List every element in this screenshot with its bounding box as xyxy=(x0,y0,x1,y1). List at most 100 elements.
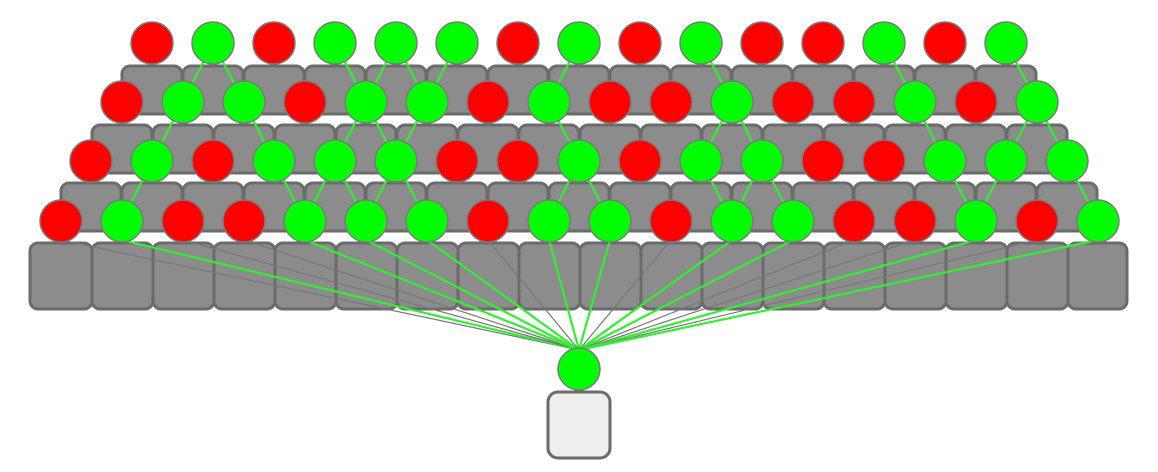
audience-head-green xyxy=(771,199,815,243)
agree-link xyxy=(365,239,580,351)
audience-head-red xyxy=(832,80,876,124)
audience-head-red xyxy=(862,139,906,183)
audience-head-red xyxy=(466,80,510,124)
audience-head-green xyxy=(557,139,601,183)
audience-head-green xyxy=(313,139,357,183)
front-seat xyxy=(517,241,582,311)
audience-head-green xyxy=(1076,199,1120,243)
neutral-link xyxy=(243,239,580,351)
neutral-link xyxy=(578,239,916,351)
audience-head-red xyxy=(283,80,327,124)
audience-head-red xyxy=(649,199,693,243)
audience-head-red xyxy=(923,21,967,65)
audience-head-green xyxy=(862,21,906,65)
audience-head-green xyxy=(923,139,967,183)
neutral-link xyxy=(578,239,672,351)
audience-head-red xyxy=(740,21,784,65)
audience-head-green xyxy=(313,21,357,65)
agree-link xyxy=(578,239,794,351)
agree-link xyxy=(578,238,1099,352)
audience-head-red xyxy=(191,139,235,183)
audience-head-green xyxy=(893,80,937,124)
neutral-link xyxy=(60,239,580,351)
front-seat xyxy=(151,241,216,311)
audience-head-red xyxy=(466,199,510,243)
audience-head-green xyxy=(710,80,754,124)
audience-head-green xyxy=(984,21,1028,65)
audience-head-green xyxy=(405,199,449,243)
agree-link xyxy=(577,239,612,351)
audience-head-green xyxy=(588,199,632,243)
audience-head-red xyxy=(771,80,815,124)
agree-link xyxy=(578,239,733,351)
audience-head-green xyxy=(1045,139,1089,183)
audience-heads xyxy=(39,21,1120,243)
audience-head-red xyxy=(69,139,113,183)
front-seat xyxy=(212,241,277,311)
audience-head-green xyxy=(740,139,784,183)
audience-head-red xyxy=(893,199,937,243)
speaker xyxy=(546,347,612,460)
audience-head-red xyxy=(801,139,845,183)
audience-head-red xyxy=(100,80,144,124)
front-seat xyxy=(1066,241,1129,311)
audience-head-green xyxy=(344,199,388,243)
audience-head-green xyxy=(191,21,235,65)
audience-head-green xyxy=(100,199,144,243)
front-seat xyxy=(395,241,460,311)
audience-head-green xyxy=(954,199,998,243)
front-seat xyxy=(28,241,94,311)
audience-head-green xyxy=(374,21,418,65)
audience-head-green xyxy=(557,21,601,65)
audience-head-green xyxy=(374,139,418,183)
audience-head-green xyxy=(679,21,723,65)
audience-head-green xyxy=(222,80,266,124)
audience-head-red xyxy=(1015,199,1059,243)
agree-link xyxy=(121,238,580,352)
speaker-head xyxy=(557,347,601,391)
audience-head-green xyxy=(283,199,327,243)
audience-head-green xyxy=(527,80,571,124)
audience-head-red xyxy=(496,21,540,65)
audience-head-red xyxy=(496,139,540,183)
neutral-link xyxy=(578,239,855,351)
audience-head-red xyxy=(588,80,632,124)
audience-head-green xyxy=(161,80,205,124)
front-seat xyxy=(944,241,1009,311)
front-seat xyxy=(700,241,765,311)
audience-head-green xyxy=(984,139,1028,183)
audience-head-green xyxy=(344,80,388,124)
audience-head-green xyxy=(527,199,571,243)
audience-head-green xyxy=(1015,80,1059,124)
audience-head-green xyxy=(130,139,174,183)
agree-link xyxy=(304,238,580,352)
audience-head-red xyxy=(130,21,174,65)
audience-head-red xyxy=(649,80,693,124)
speaker-body xyxy=(546,390,612,460)
audience-head-red xyxy=(39,199,83,243)
audience-head-green xyxy=(405,80,449,124)
audience-head-red xyxy=(252,21,296,65)
audience-head-red xyxy=(832,199,876,243)
audience-head-red xyxy=(222,199,266,243)
audience-head-red xyxy=(435,139,479,183)
audience-head-green xyxy=(252,139,296,183)
audience-head-red xyxy=(801,21,845,65)
agree-link xyxy=(578,238,977,352)
agree-link xyxy=(547,239,581,351)
audience-head-red xyxy=(954,80,998,124)
audience-head-green xyxy=(679,139,723,183)
agree-link xyxy=(426,239,580,351)
audience-head-red xyxy=(618,21,662,65)
audience-head-green xyxy=(435,21,479,65)
neutral-link xyxy=(487,239,580,351)
audience-head-red xyxy=(618,139,662,183)
audience-head-green xyxy=(710,199,754,243)
front-seat xyxy=(578,241,643,311)
audience-head-red xyxy=(161,199,205,243)
front-seat xyxy=(883,241,948,311)
neutral-link xyxy=(182,239,580,351)
neutral-link xyxy=(578,239,1038,351)
